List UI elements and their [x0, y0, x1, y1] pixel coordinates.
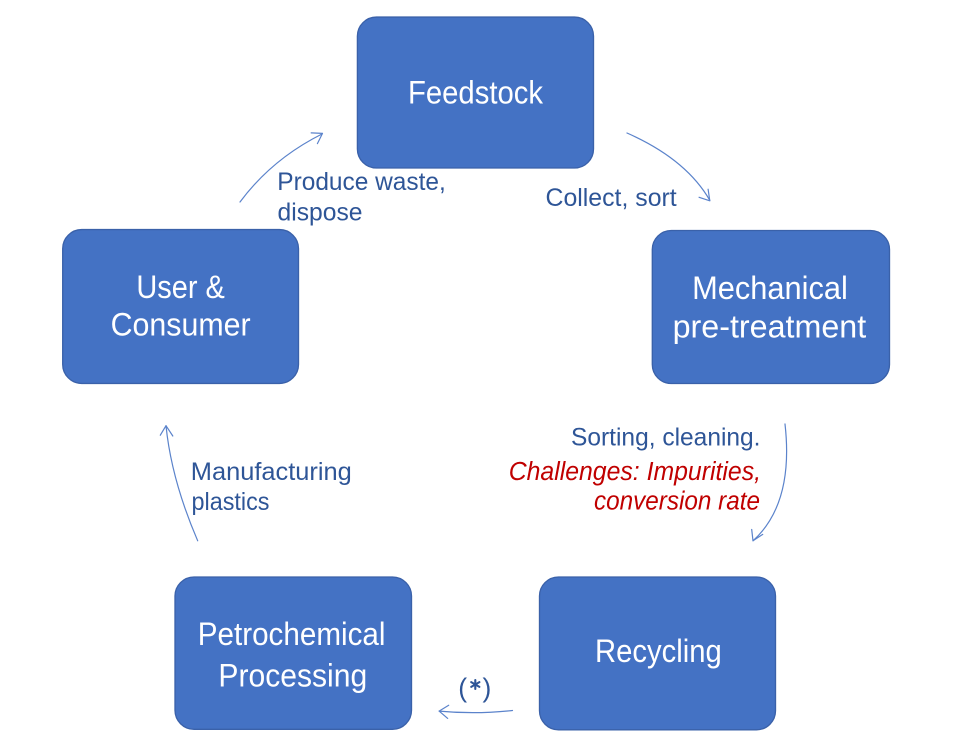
svg-text:): ) [482, 673, 491, 703]
svg-text:Consumer: Consumer [111, 307, 251, 343]
svg-text:Processing: Processing [218, 657, 367, 693]
svg-text:Mechanical: Mechanical [692, 270, 848, 306]
svg-text:pre-treatment: pre-treatment [673, 308, 867, 344]
svg-text:Petrochemical: Petrochemical [198, 616, 386, 652]
svg-text:Challenges: Impurities,: Challenges: Impurities, [509, 458, 761, 486]
svg-text:Recycling: Recycling [595, 633, 722, 669]
svg-text:Collect, sort: Collect, sort [546, 185, 677, 212]
svg-text:User &: User & [136, 269, 225, 305]
svg-text:Feedstock: Feedstock [408, 74, 544, 110]
svg-text:(: ( [458, 673, 467, 703]
svg-text:conversion rate: conversion rate [594, 487, 760, 515]
svg-text:Produce waste,: Produce waste, [277, 169, 446, 196]
svg-text:dispose: dispose [278, 200, 363, 227]
svg-text:Sorting, cleaning.: Sorting, cleaning. [571, 425, 761, 452]
svg-text:Manufacturing: Manufacturing [191, 459, 352, 486]
svg-text:plastics: plastics [192, 489, 270, 516]
